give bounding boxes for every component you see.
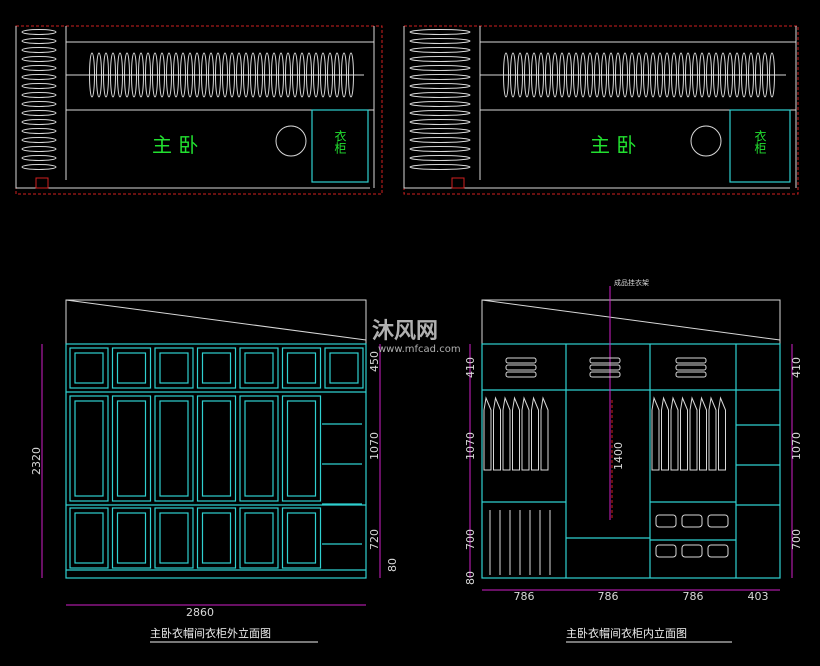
inner-left-dim-3: 700 <box>464 529 477 550</box>
inner-bottom-dim-3: 786 <box>683 590 704 603</box>
inner-caption: 主卧衣帽间衣柜内立面图 <box>566 626 687 640</box>
inner-left-dim-4: 80 <box>464 571 477 585</box>
inner-left-dim-1: 410 <box>464 357 477 378</box>
outer-dim-2: 1070 <box>368 432 381 460</box>
plan-left-room-label: 主 卧 <box>152 133 198 157</box>
dimension-lines <box>41 344 793 606</box>
plan-left <box>15 25 383 195</box>
plan-right-room-label: 主 卧 <box>590 133 636 157</box>
outer-dim-1: 450 <box>368 351 381 372</box>
watermark-url: www.mfcad.com <box>378 344 461 355</box>
plan-right-side-label: 衣柜 <box>753 129 767 154</box>
inner-bottom-dim-1: 786 <box>514 590 535 603</box>
inner-bottom-dim-2: 786 <box>598 590 619 603</box>
inner-hanging-clothes <box>483 357 729 575</box>
inner-bottom-dim-4: 403 <box>748 590 769 603</box>
elevation-inner <box>481 286 781 579</box>
inner-center-dim: 1400 <box>612 442 625 470</box>
outer-dim-3: 720 <box>368 529 381 550</box>
watermark-brand: 沐风网 <box>372 319 438 344</box>
inner-note: 成品挂衣架 <box>614 278 649 287</box>
elevation-outer <box>65 299 367 579</box>
outer-width-dim: 2860 <box>186 606 214 619</box>
outer-height-dim: 2320 <box>30 447 43 475</box>
plan-left-side-label: 衣柜 <box>333 129 347 154</box>
plan-left-hangers <box>21 29 775 170</box>
outer-door-panels <box>69 347 364 569</box>
outer-dim-4: 80 <box>386 558 399 572</box>
inner-right-dim-1: 410 <box>790 357 803 378</box>
inner-right-dim-2: 1070 <box>790 432 803 460</box>
inner-left-dim-2: 1070 <box>464 432 477 460</box>
outer-caption: 主卧衣帽间衣柜外立面图 <box>150 626 271 640</box>
plan-right <box>403 25 799 195</box>
inner-right-dim-3: 700 <box>790 529 803 550</box>
